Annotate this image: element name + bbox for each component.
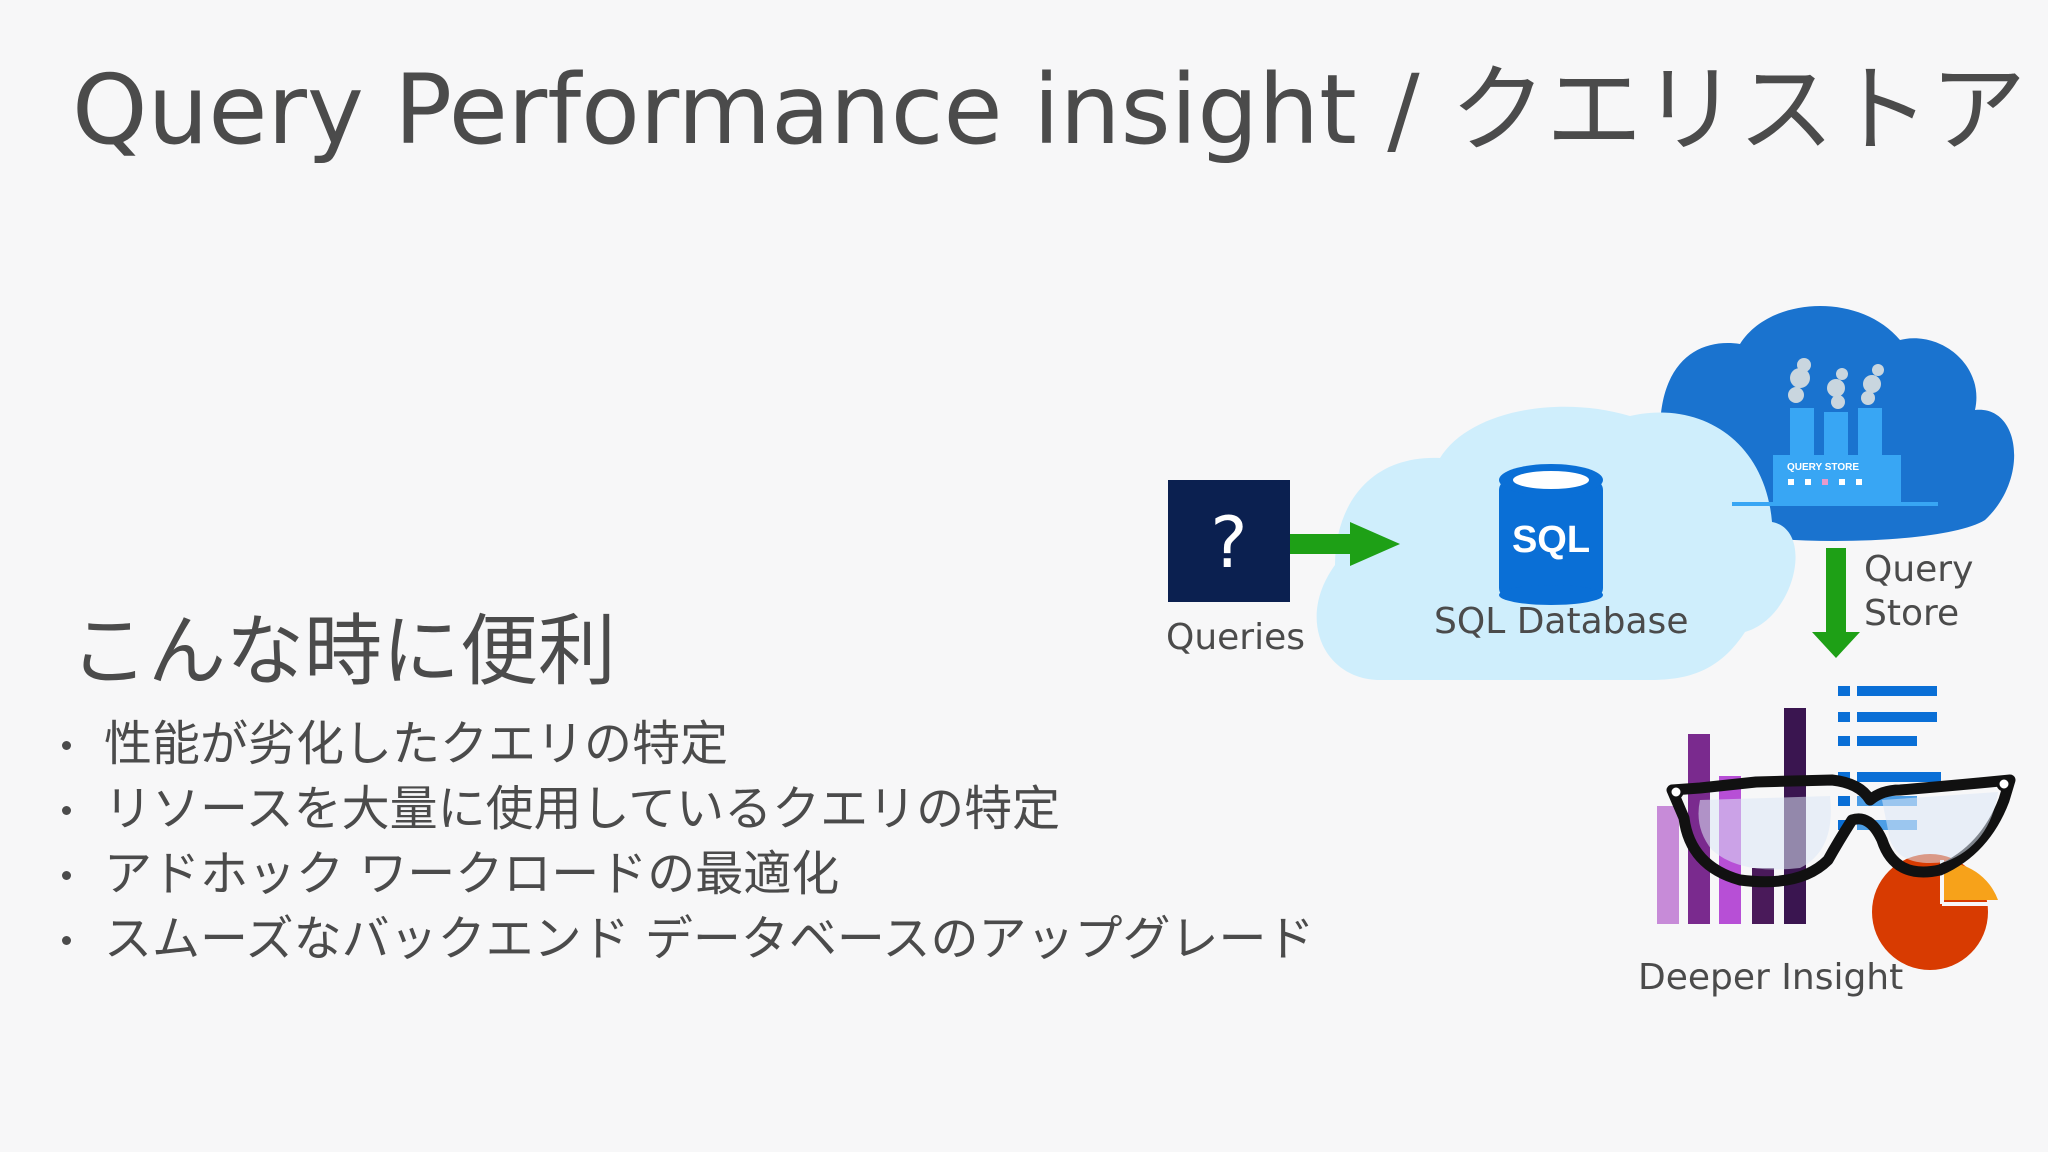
slide-title: Query Performance insight / クエリストア (72, 54, 2027, 166)
query-store-label-line2: Store (1864, 593, 1960, 634)
factory-label: QUERY STORE (1787, 462, 1859, 473)
bullet-text: 性能が劣化したクエリの特定 (104, 716, 729, 772)
bullet-text: リソースを大量に使用しているクエリの特定 (104, 781, 1061, 837)
sql-icon-text: SQL (1512, 519, 1590, 561)
deeper-insight-label: Deeper Insight (1638, 957, 1904, 998)
query-store-factory-icon: QUERY STORE (1732, 358, 1938, 506)
slide-subheading: こんな時に便利 (70, 607, 617, 697)
queries-box: ? (1168, 480, 1290, 602)
query-store-label-line1: Query (1864, 549, 1974, 590)
list-item: リソースを大量に使用しているクエリの特定 (56, 777, 1314, 842)
list-item: アドホック ワークロードの最適化 (56, 842, 1314, 907)
arrow-down-icon (1812, 548, 1860, 658)
bullet-dot (62, 806, 71, 815)
glasses-icon (1666, 774, 2016, 888)
question-icon: ? (1210, 502, 1247, 584)
bullet-dot (62, 936, 71, 945)
bullet-text: スムーズなバックエンド データベースのアップグレード (104, 911, 1315, 967)
bullet-dot (62, 871, 71, 880)
queries-label: Queries (1166, 617, 1306, 658)
bullet-dot (62, 741, 71, 750)
list-item: 性能が劣化したクエリの特定 (56, 712, 1314, 777)
arrow-right-icon (1290, 522, 1400, 566)
bullet-list: 性能が劣化したクエリの特定 リソースを大量に使用しているクエリの特定 アドホック… (56, 712, 1314, 972)
sql-database-label: SQL Database (1434, 601, 1689, 642)
sql-database-icon: SQL (1499, 464, 1603, 605)
list-item: スムーズなバックエンド データベースのアップグレード (56, 907, 1314, 972)
bullet-text: アドホック ワークロードの最適化 (104, 846, 840, 902)
